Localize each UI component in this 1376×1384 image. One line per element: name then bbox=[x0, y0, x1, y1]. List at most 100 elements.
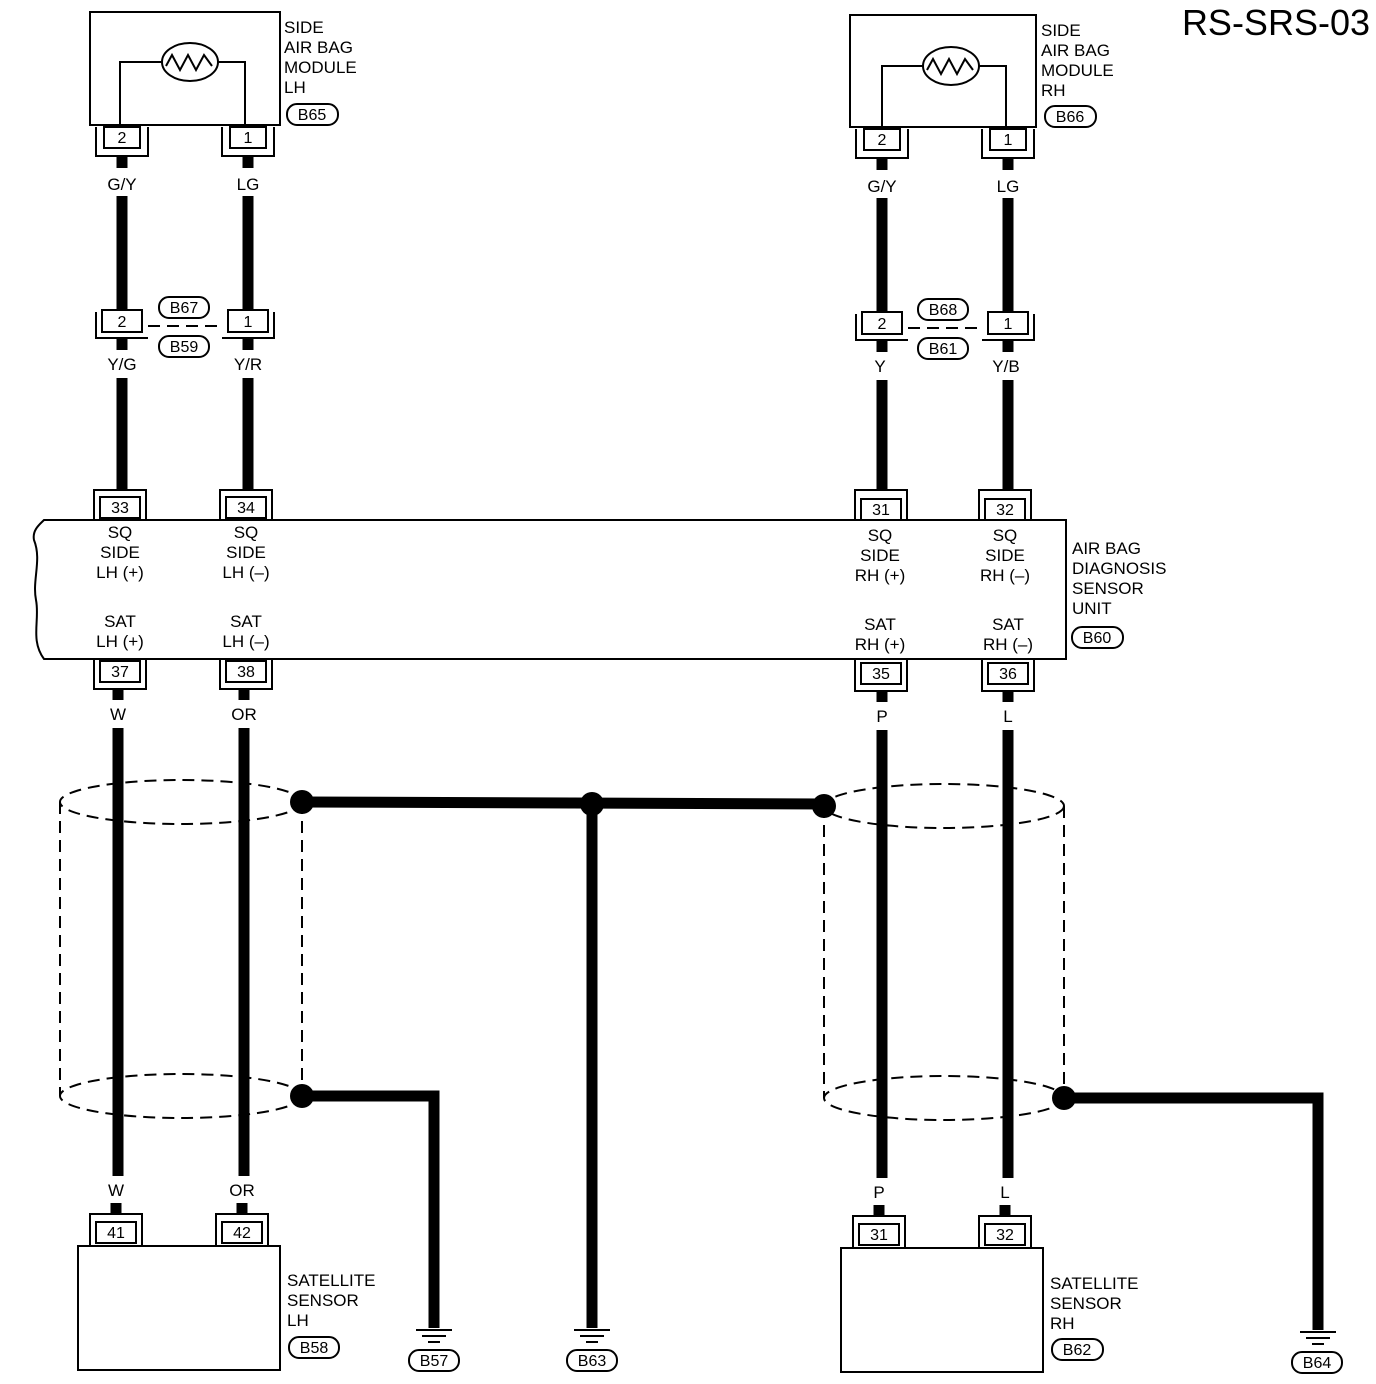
diag-unit-label-2: DIAGNOSIS bbox=[1072, 559, 1166, 578]
pin-b60-36: 36 bbox=[999, 666, 1017, 683]
pin-b65-1: 1 bbox=[244, 130, 253, 147]
sat-lh-minus-1: SAT bbox=[230, 612, 262, 631]
middle-wires: Y/G Y/R Y Y/B bbox=[107, 338, 1020, 490]
lower-wires: W OR P L W OR P L bbox=[108, 689, 1014, 1216]
sq-lh-minus-2: SIDE bbox=[226, 543, 266, 562]
sq-rh-minus-2: SIDE bbox=[985, 546, 1025, 565]
sensor-rh-label-3: RH bbox=[1050, 1314, 1075, 1333]
pin-b68-2: 2 bbox=[878, 316, 887, 333]
module-pin-connectors: 2 1 2 1 bbox=[95, 126, 1035, 159]
shield-drain-wires bbox=[290, 790, 1324, 1330]
sensor-lh-label-1: SATELLITE bbox=[287, 1271, 376, 1290]
wire-color-y: Y bbox=[874, 357, 885, 376]
pin-b66-2: 2 bbox=[878, 132, 887, 149]
connector-b64: B64 bbox=[1303, 1355, 1332, 1372]
sat-rh-plus-1: SAT bbox=[864, 615, 896, 634]
sq-rh-plus-1: SQ bbox=[868, 526, 893, 545]
sat-lh-plus-1: SAT bbox=[104, 612, 136, 631]
connector-b57: B57 bbox=[420, 1353, 449, 1370]
module-lh-label-2: AIR BAG bbox=[284, 38, 353, 57]
joint-connector-lh: 2 1 B67 B59 bbox=[95, 296, 275, 358]
pin-b58-42: 42 bbox=[233, 1225, 251, 1242]
splice-point bbox=[1052, 1086, 1076, 1110]
sq-lh-plus-2: SIDE bbox=[100, 543, 140, 562]
module-rh-label-4: RH bbox=[1041, 81, 1066, 100]
sq-rh-plus-2: SIDE bbox=[860, 546, 900, 565]
satellite-sensor-rh: 31 32 SATELLITE SENSOR RH B62 bbox=[840, 1215, 1139, 1373]
diag-unit-label-3: SENSOR bbox=[1072, 579, 1144, 598]
pin-b68-1: 1 bbox=[1004, 316, 1013, 333]
connector-b68: B68 bbox=[929, 302, 958, 319]
pin-b58-41: 41 bbox=[107, 1225, 125, 1242]
wire-color-or-top: OR bbox=[231, 705, 257, 724]
squib-icon bbox=[922, 46, 980, 86]
wire-color-l-bottom: L bbox=[1000, 1183, 1009, 1202]
module-lh-label-3: MODULE bbox=[284, 58, 357, 77]
side-airbag-module-rh: SIDE AIR BAG MODULE RH B66 bbox=[849, 14, 1114, 128]
connector-b62: B62 bbox=[1063, 1342, 1092, 1359]
sat-lh-minus-2: LH (–) bbox=[222, 632, 269, 651]
ground-b64: B64 bbox=[1291, 1331, 1343, 1374]
wire-color-l-top: L bbox=[1003, 707, 1012, 726]
ground-b63: B63 bbox=[566, 1329, 618, 1372]
pin-b67-2: 2 bbox=[118, 314, 127, 331]
pin-b60-38: 38 bbox=[237, 664, 255, 681]
wire-color-w-top: W bbox=[110, 705, 126, 724]
wire-color-yg: Y/G bbox=[107, 355, 136, 374]
module-rh-label-3: MODULE bbox=[1041, 61, 1114, 80]
connector-b67: B67 bbox=[170, 300, 199, 317]
squib-icon bbox=[161, 42, 219, 82]
diagram-title: RS-SRS-03 bbox=[1182, 2, 1370, 43]
ground-b57: B57 bbox=[408, 1329, 460, 1372]
pin-b60-32: 32 bbox=[996, 502, 1014, 519]
diag-unit-label-1: AIR BAG bbox=[1072, 539, 1141, 558]
connector-b61: B61 bbox=[929, 341, 958, 358]
sensor-rh-label-1: SATELLITE bbox=[1050, 1274, 1139, 1293]
wire-color-lg-lh: LG bbox=[237, 175, 260, 194]
pin-b60-37: 37 bbox=[111, 664, 129, 681]
satellite-sensor-lh: 41 42 SATELLITE SENSOR LH B58 bbox=[77, 1213, 376, 1371]
wire-color-yb: Y/B bbox=[992, 357, 1019, 376]
side-airbag-module-lh: SIDE AIR BAG MODULE LH B65 bbox=[89, 11, 357, 126]
splice-point bbox=[290, 1084, 314, 1108]
connector-b59: B59 bbox=[170, 339, 199, 356]
module-lh-label-4: LH bbox=[284, 78, 306, 97]
connector-badge-b65 bbox=[286, 103, 339, 126]
joint-connector-rh: 2 1 B68 B61 bbox=[855, 298, 1035, 360]
sensor-lh-label-2: SENSOR bbox=[287, 1291, 359, 1310]
module-lh-label-1: SIDE bbox=[284, 18, 324, 37]
pin-b60-35: 35 bbox=[872, 666, 890, 683]
wire-color-p-bottom: P bbox=[873, 1183, 884, 1202]
pin-b60-33: 33 bbox=[111, 500, 129, 517]
connector-b66: B66 bbox=[1056, 109, 1085, 126]
pin-b62-31: 31 bbox=[870, 1227, 888, 1244]
shield-rh bbox=[823, 783, 1065, 1121]
splice-point bbox=[812, 794, 836, 818]
sensor-rh-label-2: SENSOR bbox=[1050, 1294, 1122, 1313]
wire-color-yr: Y/R bbox=[234, 355, 262, 374]
wire-color-or-bottom: OR bbox=[229, 1181, 255, 1200]
pin-b66-1: 1 bbox=[1004, 132, 1013, 149]
sat-lh-plus-2: LH (+) bbox=[96, 632, 144, 651]
wire-color-gy-lh: G/Y bbox=[107, 175, 136, 194]
pin-b60-31: 31 bbox=[872, 502, 890, 519]
sq-lh-minus-1: SQ bbox=[234, 523, 259, 542]
splice-point bbox=[290, 790, 314, 814]
pin-b67-1: 1 bbox=[244, 314, 253, 331]
sat-rh-plus-2: RH (+) bbox=[855, 635, 906, 654]
wire-color-lg-rh: LG bbox=[997, 177, 1020, 196]
wire-color-gy-rh: G/Y bbox=[867, 177, 896, 196]
sq-rh-minus-3: RH (–) bbox=[980, 566, 1030, 585]
sq-rh-minus-1: SQ bbox=[993, 526, 1018, 545]
wire-color-p-top: P bbox=[876, 707, 887, 726]
upper-wires: G/Y LG G/Y LG bbox=[107, 156, 1019, 312]
connector-badge-b66 bbox=[1044, 105, 1097, 128]
pin-b62-32: 32 bbox=[996, 1227, 1014, 1244]
sensor-lh-label-3: LH bbox=[287, 1311, 309, 1330]
connector-b58: B58 bbox=[300, 1340, 329, 1357]
connector-b60: B60 bbox=[1083, 630, 1112, 647]
pin-b60-34: 34 bbox=[237, 500, 255, 517]
module-rh-label-2: AIR BAG bbox=[1041, 41, 1110, 60]
wire-color-w-bottom: W bbox=[108, 1181, 124, 1200]
